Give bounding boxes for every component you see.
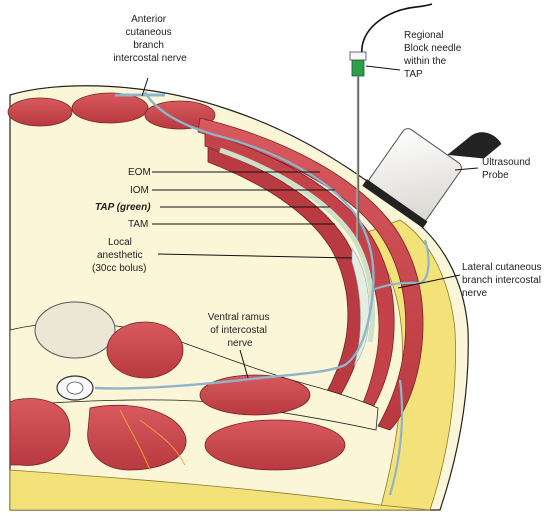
ultrasound-probe [362,128,502,229]
leader-ventral-ramus [239,349,249,379]
leader-lateral-nerve [397,274,461,289]
lateral-cutaneous-nerve [371,239,430,292]
anterior-nerve-label: Anterior cutaneous branch intercostal ne… [113,14,187,64]
latissimus-muscle [204,419,346,471]
deep-nerve-segment [388,379,404,496]
needle-hub [351,59,365,77]
intercostal-nerve [94,91,375,390]
leader-anterior-nerve [141,77,149,97]
rectus-muscle-center [71,92,149,124]
probe-tip [362,179,428,229]
tam-label: TAM [128,219,148,230]
external-oblique-muscle [197,117,424,431]
rectus-muscle-left [7,97,73,127]
tap-plane [219,147,376,343]
tap-label: TAP (green) [95,202,151,213]
paraspinal-muscle-right [87,405,187,471]
vertebral-body [34,301,116,359]
iom-label: IOM [130,185,149,196]
leader-local-anesthetic [157,253,353,259]
leader-needle [365,65,401,71]
quadratus-lumborum-muscle [199,374,311,416]
regional-block-needle [349,3,433,240]
paraspinal-muscle-left [9,398,71,466]
needle-label: Regional Block needle within the TAP [403,30,464,80]
probe-cable [447,132,502,159]
eom-label: EOM [128,167,151,178]
rectus-muscle-right [144,100,216,130]
psoas-muscle [106,321,184,379]
spinal-canal-inner [66,381,84,395]
lateral-nerve-label: Lateral cutaneous branch intercostal ner… [462,262,544,299]
local-anesthetic-label: Local anesthetic (30cc bolus) [92,237,146,274]
ventral-ramus-label: Ventral ramus of intercostal nerve [208,312,272,349]
vessel-branches [119,409,186,471]
needle-collar [349,51,367,61]
lower-fat-band [9,469,431,511]
leader-probe [454,167,479,171]
probe-label: Ultrasound Probe [482,157,533,181]
needle-cable [361,3,433,56]
